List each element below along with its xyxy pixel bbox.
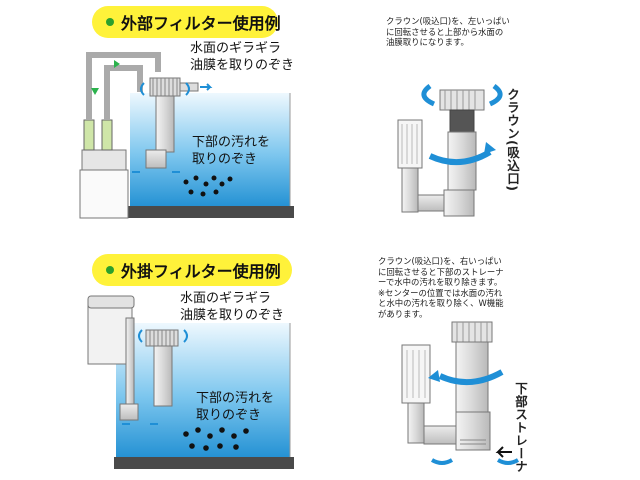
canister-filter xyxy=(79,52,161,219)
top-tank-base xyxy=(128,206,294,218)
rotate-arrow-icon xyxy=(428,149,492,166)
bottom-surface-label: 水面のギラギラ 油膜を取りのぞき xyxy=(180,290,284,324)
label-line: 下部の汚れを xyxy=(196,391,275,406)
note-line: クラウン(吸込口)を、右いっぱい xyxy=(378,256,502,266)
bullet-icon xyxy=(106,266,114,274)
label-line: 下部の汚れを xyxy=(192,135,271,150)
outflow-arrow-icon xyxy=(200,83,213,91)
bottom-skimmer xyxy=(122,329,188,425)
title-hangon-filter-text: 外掛フィルター使用例 xyxy=(121,262,281,281)
bottom-tank-water xyxy=(116,323,290,457)
crown-detail-top xyxy=(397,83,503,217)
note-line: と水中の汚れを取り除く、W機能 xyxy=(378,298,504,308)
note-line: ※センターの位置では水面の汚れ xyxy=(378,287,503,298)
strainer-label: 下部ストレーナ xyxy=(513,382,528,473)
pointer-arrow-icon xyxy=(495,446,512,458)
top-surface-label: 水面のギラギラ 油膜を取りのぞき xyxy=(190,40,294,74)
label-line: 油膜を取りのぞき xyxy=(190,58,295,73)
note-line: クラウン(吸込口)を、左いっぱい xyxy=(386,16,510,26)
rotate-arrow-icon xyxy=(438,369,504,386)
top-note: クラウン(吸込口)を、左いっぱい に回転させると上部から水面の 油膜取りになりま… xyxy=(386,16,510,48)
top-skimmer xyxy=(132,77,213,173)
top-dirt-particles xyxy=(183,175,233,197)
title-hangon-filter: 外掛フィルター使用例 xyxy=(92,254,292,286)
rotate-arrow-icon xyxy=(421,83,436,107)
flow-arrow-icon xyxy=(91,88,99,95)
label-line: 取りのぞき xyxy=(192,152,258,167)
label-line: 取りのぞき xyxy=(196,408,262,423)
title-external-filter: 外部フィルター使用例 xyxy=(92,6,281,38)
strainer-detail-bottom xyxy=(401,321,520,465)
top-bottom-label: 下部の汚れを 取りのぞき xyxy=(192,134,270,168)
note-line: に回転させると上部から水面の xyxy=(386,26,504,37)
title-external-filter-text: 外部フィルター使用例 xyxy=(121,14,281,33)
note-line: に回転させると下部のストレーナ xyxy=(378,266,504,277)
bottom-tank-base xyxy=(114,457,294,469)
label-line: 水面のギラギラ xyxy=(180,291,272,306)
inflow-arrow-icon xyxy=(496,458,520,465)
bullet-icon xyxy=(106,18,114,26)
note-line: ーで水中の汚れを取り除きます。 xyxy=(378,277,503,287)
hang-on-filter xyxy=(87,295,139,421)
bottom-tank xyxy=(114,323,294,469)
crown-label: クラウン(吸込口) xyxy=(505,88,520,192)
note-line: 油膜取りになります。 xyxy=(386,37,469,47)
rotate-arrow-icon xyxy=(488,83,503,107)
flow-arrow-icon xyxy=(114,60,120,68)
bottom-note: クラウン(吸込口)を、右いっぱい に回転させると下部のストレーナ ーで水中の汚れ… xyxy=(378,256,504,319)
inflow-arrow-icon xyxy=(430,458,454,465)
bottom-dirt-particles xyxy=(183,427,249,451)
label-line: 油膜を取りのぞき xyxy=(180,308,285,323)
note-line: があります。 xyxy=(378,308,428,319)
label-line: 水面のギラギラ xyxy=(190,41,282,56)
bottom-bottom-label: 下部の汚れを 取りのぞき xyxy=(196,390,274,424)
